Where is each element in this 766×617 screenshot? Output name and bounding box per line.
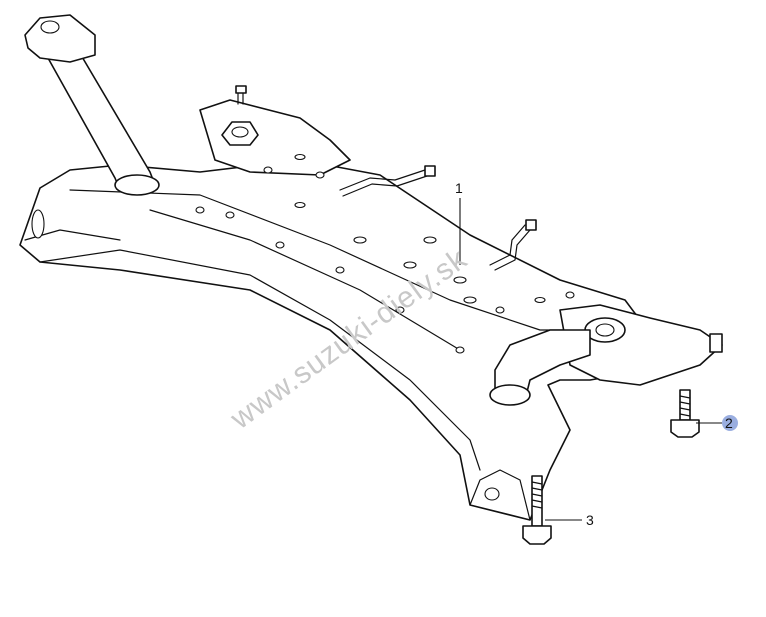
right-arm xyxy=(489,329,591,406)
crossmember xyxy=(19,159,646,521)
svg-text:2: 2 xyxy=(725,415,733,431)
svg-text:1: 1 xyxy=(455,180,463,196)
bolt-part-3 xyxy=(522,475,552,545)
left-arm xyxy=(24,14,160,196)
callout-1[interactable]: 1 xyxy=(455,180,463,196)
rear-right-bracket xyxy=(559,304,723,386)
highlight-marker xyxy=(722,415,738,431)
callout-2[interactable]: 2 xyxy=(722,415,738,431)
pipe-lines xyxy=(339,165,537,271)
callout-3[interactable]: 3 xyxy=(586,512,594,528)
upper-bracket xyxy=(199,85,351,176)
svg-text:3: 3 xyxy=(586,512,594,528)
surface-holes xyxy=(195,153,575,354)
bolt-part-2 xyxy=(670,389,700,438)
leader-lines xyxy=(459,198,722,521)
